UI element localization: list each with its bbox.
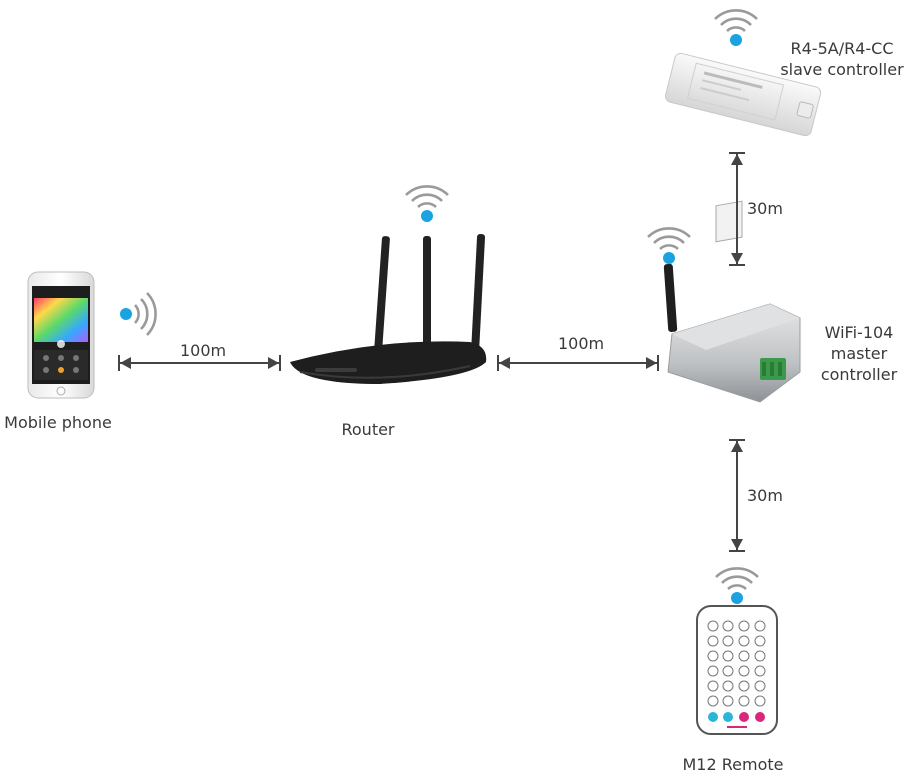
phone-router-arrow bbox=[118, 355, 281, 371]
router-label: Router bbox=[341, 420, 395, 439]
slave-label: R4-5A/R4-CC slave controller bbox=[776, 38, 908, 80]
master-remote-distance: 30m bbox=[747, 486, 783, 505]
router-image bbox=[290, 234, 487, 384]
mobile-phone-image bbox=[27, 271, 95, 399]
phone-wifi-icon bbox=[118, 291, 157, 337]
phone-label: Mobile phone bbox=[4, 413, 112, 432]
master-label-line-3: controller bbox=[820, 365, 898, 384]
master-wifi-icon bbox=[646, 227, 692, 266]
router-wifi-icon bbox=[404, 185, 450, 224]
slave-label-line-1: R4-5A/R4-CC bbox=[790, 39, 894, 58]
slave-controller-image bbox=[665, 52, 822, 137]
master-remote-arrow bbox=[729, 439, 745, 552]
router-master-distance: 100m bbox=[558, 334, 605, 353]
master-label: WiFi-104 master controller bbox=[810, 322, 908, 385]
master-controller-image bbox=[663, 200, 801, 403]
remote-image bbox=[696, 605, 778, 735]
master-label-line-1: WiFi-104 bbox=[824, 323, 894, 342]
slave-master-distance: 30m bbox=[747, 199, 783, 218]
slave-label-line-2: slave controller bbox=[780, 60, 904, 79]
master-label-line-2: master bbox=[830, 344, 888, 363]
slave-master-arrow bbox=[729, 152, 745, 266]
slave-wifi-icon bbox=[713, 9, 759, 48]
router-master-arrow bbox=[497, 355, 659, 371]
remote-label: M12 Remote bbox=[682, 755, 784, 774]
remote-wifi-icon bbox=[714, 567, 760, 606]
phone-router-distance: 100m bbox=[180, 341, 227, 360]
